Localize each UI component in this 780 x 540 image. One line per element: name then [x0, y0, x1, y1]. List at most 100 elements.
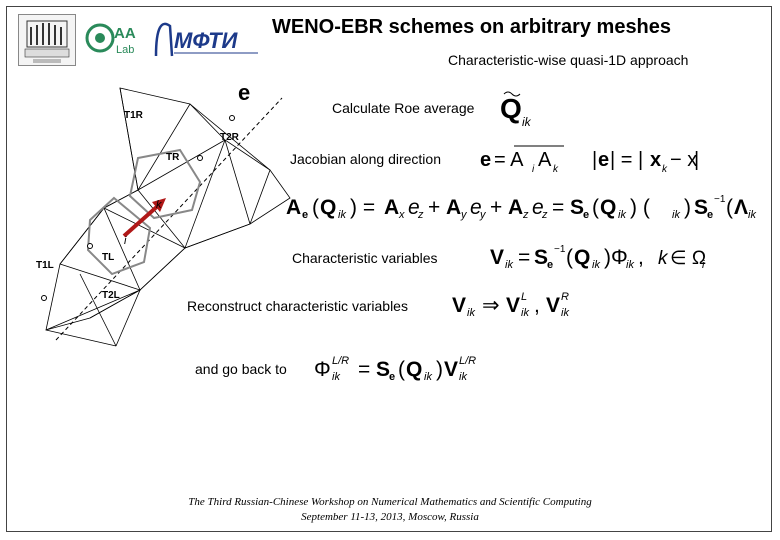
svg-text:,: , — [638, 246, 644, 269]
step-characteristic-label: Characteristic variables — [292, 250, 438, 266]
svg-text:+: + — [428, 196, 440, 219]
svg-text:Q: Q — [320, 196, 336, 219]
footer-line-2: September 11-13, 2013, Moscow, Russia — [301, 511, 479, 523]
svg-text:L: L — [521, 291, 527, 303]
svg-text:): ) — [436, 358, 443, 381]
svg-text:=: = — [358, 358, 370, 381]
step-goback-label: and go back to — [195, 361, 287, 377]
svg-text:ik: ik — [521, 307, 529, 319]
svg-text:e: e — [389, 371, 395, 383]
svg-text:ik: ik — [748, 209, 756, 221]
svg-text:=: = — [518, 246, 530, 269]
svg-text:x: x — [398, 209, 405, 221]
step-roe-label: Calculate Roe average — [332, 100, 475, 116]
svg-text:= A: = A — [494, 149, 524, 171]
svg-text:V: V — [444, 358, 458, 381]
svg-text:−1: −1 — [554, 244, 566, 255]
svg-text:A: A — [446, 196, 461, 219]
svg-text:Q: Q — [406, 358, 422, 381]
mesh-label-t1r: T1R — [124, 110, 144, 121]
svg-text:⇒: ⇒ — [482, 294, 500, 317]
formula-direction-vector: e = A i A k | e | = | x k − x | — [480, 142, 700, 181]
svg-text:− x: − x — [670, 149, 697, 171]
svg-text:V: V — [546, 294, 560, 317]
formula-jacobian: A e ( Q ik ) = A x e z + A y e y + A z e… — [286, 188, 766, 229]
svg-text:e: e — [480, 149, 491, 171]
svg-text:)Φ: )Φ — [604, 246, 628, 269]
svg-text:e: e — [470, 196, 482, 219]
svg-text:z: z — [541, 209, 548, 221]
formula-characteristic-variables: V ik = S e −1 ( Q ik )Φ ik , k ∈ Ω i — [490, 238, 720, 279]
svg-text:k: k — [662, 164, 668, 175]
svg-text:k: k — [658, 248, 669, 269]
svg-text:R: R — [561, 291, 569, 303]
svg-text:AA: AA — [114, 25, 136, 42]
svg-text:i: i — [702, 259, 705, 271]
svg-text:=: = — [552, 196, 564, 219]
svg-text:e: e — [583, 209, 589, 221]
svg-text:ik: ik — [618, 209, 626, 221]
svg-text:ik: ik — [424, 371, 432, 383]
svg-text:e: e — [547, 259, 553, 271]
svg-text:S: S — [534, 246, 548, 269]
svg-text:) (: ) ( — [630, 196, 650, 219]
svg-text:(: ( — [726, 196, 733, 219]
svg-text:Q: Q — [574, 246, 590, 269]
svg-text:e: e — [408, 196, 420, 219]
svg-text:z: z — [522, 209, 529, 221]
svg-text:L/R: L/R — [332, 355, 349, 367]
formula-go-back: Φ L/R ik = S e ( Q ik ) V L/R ik — [314, 350, 494, 391]
svg-text:e: e — [707, 209, 713, 221]
mesh-label-t2l: T2L — [102, 290, 120, 301]
svg-text:S: S — [376, 358, 390, 381]
svg-text:|: | — [694, 149, 699, 171]
svg-text:e: e — [598, 149, 609, 171]
svg-text:Q: Q — [600, 196, 616, 219]
svg-text:ik: ik — [332, 371, 340, 383]
svg-text:A: A — [508, 196, 523, 219]
slide-title: WENO-EBR schemes on arbitrary meshes — [272, 16, 672, 38]
svg-text:ik: ik — [522, 115, 532, 129]
svg-text:A: A — [384, 196, 399, 219]
svg-text:+: + — [490, 196, 502, 219]
footer-line-1: The Third Russian-Chinese Workshop on Nu… — [188, 496, 592, 508]
svg-text:i: i — [532, 164, 535, 175]
svg-text:ik: ik — [459, 371, 467, 383]
svg-text:(: ( — [312, 196, 319, 219]
svg-text:,: , — [534, 294, 540, 317]
svg-text:|: | — [592, 149, 597, 171]
svg-text:k: k — [553, 164, 559, 175]
svg-text:e: e — [532, 196, 544, 219]
svg-text:ik: ik — [505, 259, 513, 271]
aa-logo-icon: AA Lab — [84, 18, 140, 58]
crest-logo-icon — [18, 14, 76, 66]
mesh-label-e: e — [238, 80, 250, 105]
svg-text:ik: ik — [467, 307, 475, 319]
svg-text:Φ: Φ — [314, 358, 331, 381]
svg-text:| = |: | = | — [610, 149, 643, 171]
mesh-label-k: k — [156, 199, 162, 211]
svg-text:∈ Ω: ∈ Ω — [670, 248, 706, 269]
svg-text:z: z — [417, 209, 424, 221]
mesh-label-i: i — [124, 235, 127, 247]
svg-text:Q: Q — [500, 93, 522, 124]
svg-text:S: S — [694, 196, 708, 219]
svg-text:ik: ik — [338, 209, 346, 221]
svg-text:Λ: Λ — [734, 196, 748, 219]
mesh-label-tl: TL — [102, 252, 114, 263]
svg-text:A: A — [286, 196, 301, 219]
mipt-logo-text: МФТИ — [174, 28, 239, 53]
step-jacobian-label: Jacobian along direction — [290, 151, 441, 167]
svg-text:Lab: Lab — [116, 44, 134, 56]
mesh-diagram: e T1R T2R TR k i T1L TL T2L — [36, 80, 291, 347]
svg-text:L/R: L/R — [459, 355, 476, 367]
mesh-label-t1l: T1L — [36, 260, 54, 271]
svg-text:e: e — [302, 209, 308, 221]
slide-subtitle: Characteristic-wise quasi-1D approach — [448, 52, 689, 68]
svg-text:ik: ik — [592, 259, 600, 271]
svg-text:V: V — [506, 294, 520, 317]
svg-text:−1: −1 — [714, 194, 726, 205]
svg-text:(: ( — [398, 358, 405, 381]
svg-text:): ) — [684, 196, 691, 219]
